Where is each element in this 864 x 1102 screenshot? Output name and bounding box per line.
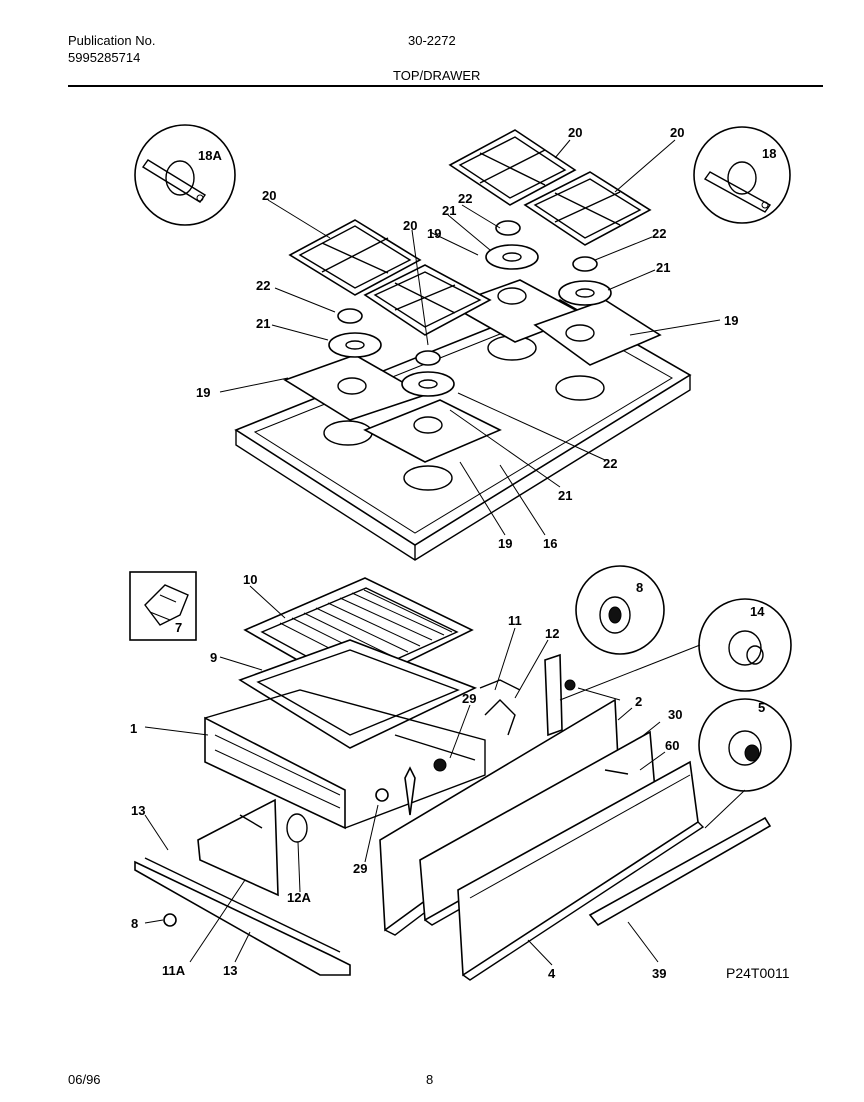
clip-12a bbox=[286, 813, 308, 843]
drawer-body bbox=[204, 689, 486, 830]
nut-8 bbox=[564, 679, 576, 691]
burner-rings bbox=[328, 220, 612, 397]
page-number: 8 bbox=[426, 1072, 434, 1087]
bushing-29b bbox=[375, 788, 389, 802]
callout-20a: 20 bbox=[262, 188, 276, 203]
burner-grates bbox=[288, 129, 652, 336]
callout-19a: 19 bbox=[427, 226, 441, 241]
diagram-code: P24T0011 bbox=[726, 965, 790, 981]
model-number: 30-2272 bbox=[408, 33, 456, 48]
callout-11: 11 bbox=[508, 613, 522, 628]
broiler-pan bbox=[238, 639, 478, 749]
callout-2: 2 bbox=[635, 694, 642, 709]
section-title: TOP/DRAWER bbox=[393, 68, 481, 83]
footer-date: 06/96 bbox=[68, 1072, 101, 1087]
callout-4: 4 bbox=[548, 966, 556, 981]
inset-7 bbox=[129, 571, 197, 641]
callout-13b: 13 bbox=[223, 963, 237, 978]
drawer-front bbox=[457, 760, 705, 981]
callout-7: 7 bbox=[175, 620, 182, 635]
callout-9: 9 bbox=[210, 650, 217, 665]
callout-22b: 22 bbox=[652, 226, 666, 241]
leader-lines bbox=[144, 139, 746, 966]
callout-22d: 22 bbox=[603, 456, 617, 471]
callout-11a: 11A bbox=[162, 963, 186, 978]
header-rule bbox=[68, 85, 823, 87]
callout-10: 10 bbox=[243, 572, 257, 587]
callout-29a: 29 bbox=[462, 691, 476, 706]
callout-19c: 19 bbox=[196, 385, 210, 400]
callout-labels: 18A 18 20 20 20 20 22 22 22 22 21 21 21 … bbox=[130, 125, 790, 981]
callout-18: 18 bbox=[762, 146, 776, 161]
callout-16: 16 bbox=[543, 536, 557, 551]
bushing-29a bbox=[433, 758, 447, 772]
callout-12a: 12A bbox=[287, 890, 311, 905]
callout-12: 12 bbox=[545, 626, 559, 641]
side-rail bbox=[134, 798, 351, 976]
callout-21b: 21 bbox=[656, 260, 670, 275]
inset-8 bbox=[575, 565, 665, 655]
callout-22a: 22 bbox=[458, 191, 472, 206]
screw-front bbox=[604, 769, 629, 775]
callout-39: 39 bbox=[652, 966, 666, 981]
callout-19b: 19 bbox=[724, 313, 738, 328]
inset-5 bbox=[698, 698, 792, 792]
brackets bbox=[479, 653, 563, 737]
callout-5: 5 bbox=[758, 700, 765, 715]
callout-18a: 18A bbox=[198, 148, 222, 163]
callout-30: 30 bbox=[668, 707, 682, 722]
callout-1: 1 bbox=[130, 721, 137, 736]
nut-8-lower bbox=[163, 913, 177, 927]
inset-18 bbox=[693, 126, 791, 224]
burner-pans bbox=[283, 279, 662, 463]
callout-14: 14 bbox=[750, 604, 765, 619]
inset-18a bbox=[134, 124, 236, 226]
callout-13a: 13 bbox=[131, 803, 145, 818]
callout-21d: 21 bbox=[558, 488, 572, 503]
callout-22c: 22 bbox=[256, 278, 270, 293]
callout-29b: 29 bbox=[353, 861, 367, 876]
callout-21c: 21 bbox=[256, 316, 270, 331]
callout-20b: 20 bbox=[568, 125, 582, 140]
inset-14 bbox=[698, 598, 792, 692]
callout-20d: 20 bbox=[403, 218, 417, 233]
publication-number: 5995285714 bbox=[68, 50, 141, 65]
callout-20c: 20 bbox=[670, 125, 684, 140]
publication-label: Publication No. bbox=[68, 33, 156, 48]
callout-19d: 19 bbox=[498, 536, 512, 551]
callout-8a: 8 bbox=[636, 580, 643, 595]
screw-rail bbox=[239, 814, 263, 829]
callout-21a: 21 bbox=[442, 203, 456, 218]
drawer-trim bbox=[588, 816, 772, 927]
callout-8b: 8 bbox=[131, 916, 138, 931]
callout-60: 60 bbox=[665, 738, 679, 753]
screw bbox=[404, 766, 416, 816]
